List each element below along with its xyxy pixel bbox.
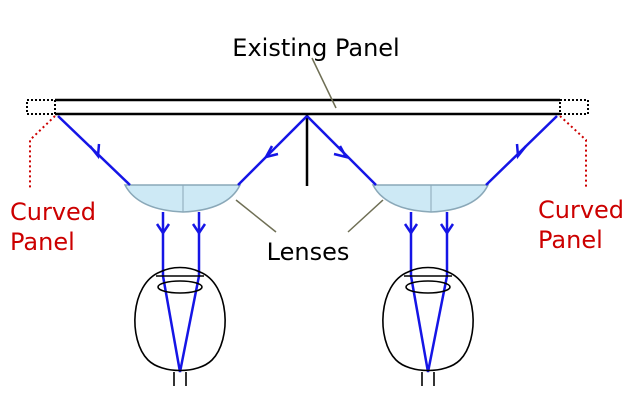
ray-left-inner [237, 115, 308, 186]
curved-panel-left-label-1: Curved [10, 198, 96, 226]
lens-leader-right [347, 199, 384, 233]
lens-leader-left [235, 199, 277, 233]
panel-extension-right [559, 99, 589, 115]
eye-left [134, 266, 226, 386]
curved-panel-left-label-2: Panel [10, 228, 75, 256]
existing-panel-label: Existing Panel [232, 34, 399, 62]
panel-extension-left [26, 99, 56, 115]
focused-ray-arrows [155, 223, 455, 236]
existing-panel [26, 98, 589, 116]
curved-panel-left [29, 115, 56, 188]
curved-panel-right-label-1: Curved [538, 196, 624, 224]
curved-panel-right [559, 115, 587, 188]
lenses-label: Lenses [267, 238, 350, 266]
eye-right [382, 266, 474, 386]
curved-panel-right-label-2: Panel [538, 226, 603, 254]
panel-leader-line [311, 57, 337, 109]
focused-rays [161, 212, 449, 373]
incoming-ray-arrows [89, 143, 527, 160]
